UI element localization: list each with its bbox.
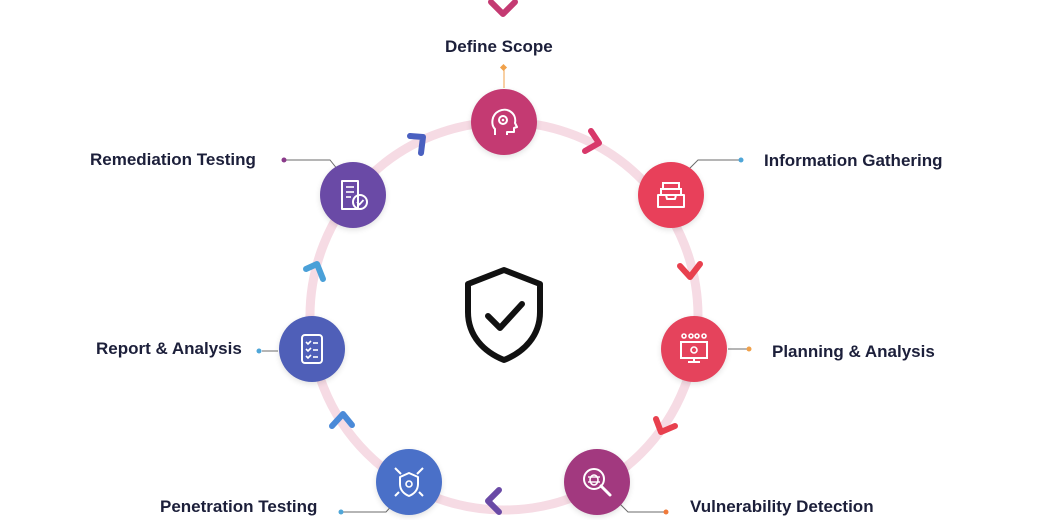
step-label-penetration-testing: Penetration Testing [160, 497, 318, 516]
arrow-chevron-icon [407, 133, 426, 156]
connector-report-analysis [256, 348, 278, 354]
arrow-chevron-icon [329, 411, 355, 429]
arrow-chevron-icon [653, 416, 678, 435]
shield-check-icon [465, 267, 543, 363]
connector-planning-analysis [728, 346, 752, 352]
step-label-report-analysis: Report & Analysis [96, 339, 242, 358]
document-check-icon [341, 180, 368, 210]
connector-define-scope [499, 63, 508, 88]
step-node-planning-analysis [661, 316, 727, 382]
connector-remediation-testing [281, 157, 339, 171]
step-label-remediation-testing: Remediation Testing [90, 150, 256, 169]
arrow-chevron-icon [582, 128, 602, 154]
entry-chevron-icon [488, 0, 518, 17]
bug-shield-icon [394, 467, 424, 497]
arrow-chevron-icon [677, 261, 703, 280]
step-node-define-scope [471, 89, 537, 155]
bug-magnifier-icon [583, 468, 612, 497]
step-node-remediation-testing [320, 162, 386, 228]
step-node-vulnerability-detection [564, 449, 630, 515]
step-label-define-scope: Define Scope [445, 37, 553, 56]
connector-information-gathering [687, 157, 744, 171]
step-node-information-gathering [638, 162, 704, 228]
arrow-chevron-icon [485, 487, 502, 515]
step-label-information-gathering: Information Gathering [764, 151, 943, 170]
step-label-planning-analysis: Planning & Analysis [772, 342, 935, 361]
head-gear-icon [491, 108, 518, 135]
step-node-report-analysis [279, 316, 345, 382]
inbox-tray-icon [657, 182, 685, 208]
step-label-vulnerability-detection: Vulnerability Detection [690, 497, 874, 516]
step-node-penetration-testing [376, 449, 442, 515]
monitor-network-icon [680, 333, 708, 363]
arrow-chevron-icon [303, 261, 326, 282]
connector-vulnerability-detection [615, 499, 669, 515]
checklist-icon [301, 334, 323, 364]
